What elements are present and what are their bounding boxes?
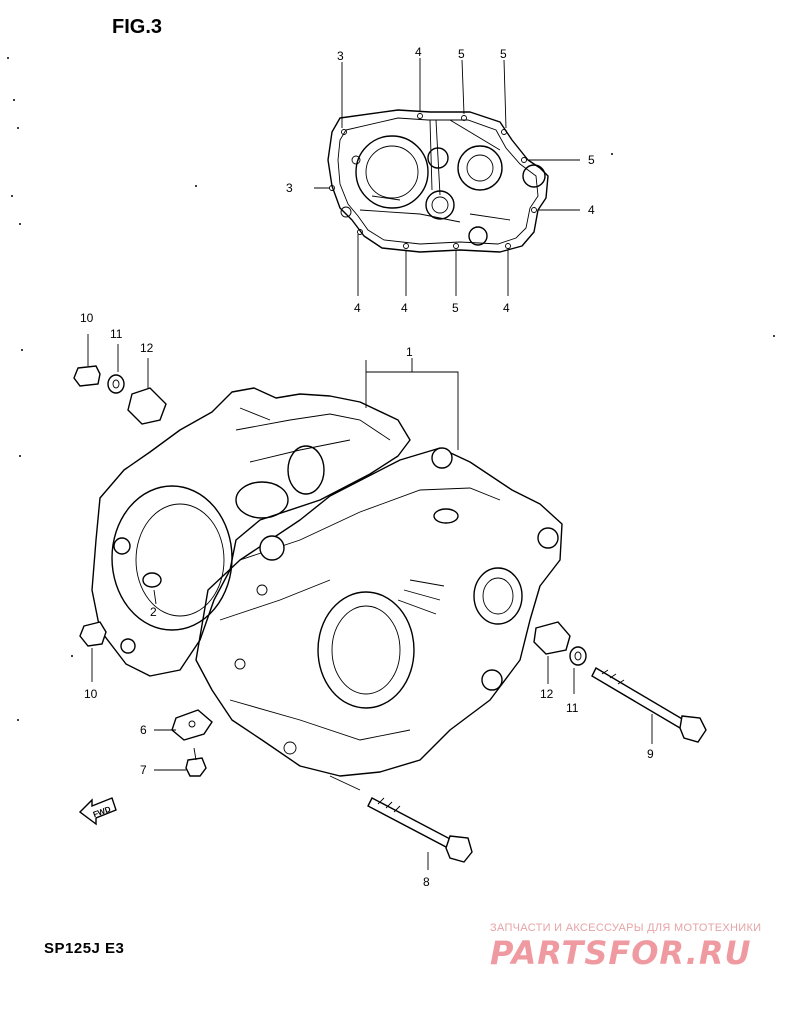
callout-4-bottom-c: 4: [503, 301, 510, 315]
callout-4-bottom-b: 4: [401, 301, 408, 315]
fwd-arrow-icon: FWD: [78, 797, 117, 826]
callout-10-bottom: 10: [84, 687, 98, 701]
clamp-6: 6: [140, 709, 213, 741]
callout-4-bottom-a: 4: [354, 301, 361, 315]
bolt-9: 9: [591, 667, 707, 761]
washer-11-top: 11: [107, 327, 125, 394]
washer-11-bottom: 11: [566, 646, 587, 715]
callout-12-top: 12: [140, 341, 154, 355]
figure-title: FIG.3: [112, 16, 163, 38]
callout-4-right: 4: [588, 203, 595, 217]
callout-10-top: 10: [80, 311, 94, 325]
crankcase-assembly: 1 2: [91, 345, 563, 777]
model-code: SP125J E3: [44, 940, 125, 957]
callout-7: 7: [140, 763, 147, 777]
callout-11-top: 11: [110, 327, 123, 341]
crankcase-face-view: 3 4 5 5 5 3 4 4 4 5 4: [286, 45, 595, 315]
bolt-holes: [329, 113, 537, 249]
callout-3-left: 3: [286, 181, 293, 195]
watermark-logo: PARTSFOR.RU: [490, 934, 752, 972]
callout-9: 9: [647, 747, 654, 761]
callout-5-right: 5: [588, 153, 595, 167]
callout-5-top-b: 5: [500, 47, 507, 61]
callout-6: 6: [140, 723, 147, 737]
callout-5-bottom: 5: [452, 301, 459, 315]
callout-8: 8: [423, 875, 430, 889]
callout-12-bottom: 12: [540, 687, 554, 701]
callout-5-top-a: 5: [458, 47, 465, 61]
screw-7: 7: [140, 747, 207, 777]
callout-1: 1: [406, 345, 413, 359]
callout-2: 2: [150, 605, 157, 619]
watermark-tagline: ЗАПЧАСТИ И АКСЕССУАРЫ ДЛЯ МОТОТЕХНИКИ: [490, 922, 762, 934]
dowel-12-bottom: 12: [533, 621, 571, 701]
scan-marks: [7, 57, 775, 721]
callout-3-top: 3: [337, 49, 344, 63]
bolt-8: 8: [329, 775, 473, 889]
callout-11-bottom: 11: [566, 701, 579, 715]
cap-nut-10-bottom: 10: [79, 621, 107, 701]
callout-4-top: 4: [415, 45, 422, 59]
dowel-12-top: 12: [127, 341, 167, 425]
cap-nut-10-top: 10: [73, 311, 101, 387]
